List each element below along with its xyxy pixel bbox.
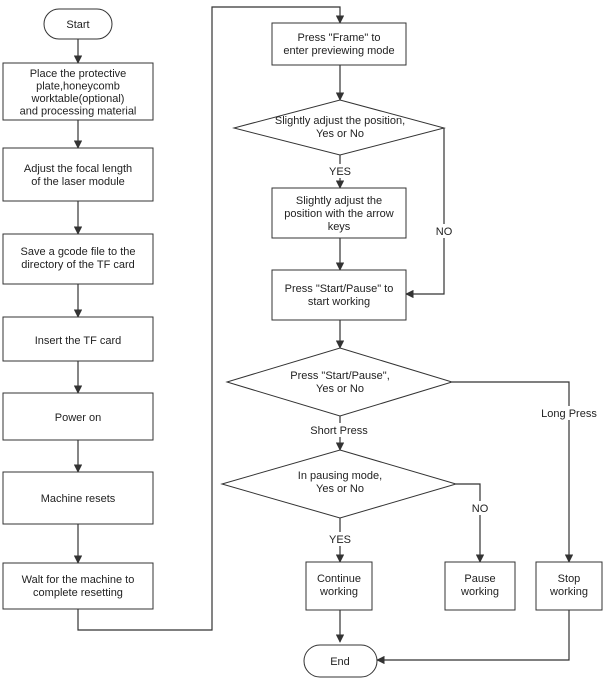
label-line: Continue <box>317 573 361 585</box>
label-line: directory of the TF card <box>21 259 135 271</box>
label-line: working <box>319 586 358 598</box>
no-label-pausing: NO <box>472 503 489 515</box>
label-line: worktable(optional) <box>31 93 125 105</box>
power-on-label: Power on <box>55 412 101 424</box>
edge-pausing-no-to-pause <box>456 483 485 563</box>
insert-tf-label: Insert the TF card <box>35 335 122 347</box>
machine-resets-label: Machine resets <box>41 493 116 505</box>
label-line: Insert the TF card <box>35 335 122 347</box>
label-line: Place the protective <box>30 68 127 80</box>
label-line: In pausing mode, <box>298 470 382 482</box>
label-line: End <box>330 656 350 668</box>
label-line: of the laser module <box>31 176 125 188</box>
label-line: keys <box>328 221 351 233</box>
power-on-step: Power on <box>2 392 154 441</box>
no-label-adjust: NO <box>436 226 453 238</box>
pausing-mode-question: In pausing mode,Yes or No <box>298 470 382 495</box>
label-line: Stop <box>558 573 581 585</box>
label-line: Walt for the machine to <box>22 574 135 586</box>
label-line: Yes or No <box>316 383 364 395</box>
label-line: Press "Frame" to <box>298 32 381 44</box>
short-press-label: Short Press <box>310 425 368 437</box>
label-line: and processing material <box>20 106 137 118</box>
label-line: Pause <box>464 573 495 585</box>
label-line: Power on <box>55 412 101 424</box>
label-line: Machine resets <box>41 493 116 505</box>
label-line: Slightly adjust the <box>296 195 382 207</box>
label-line: Slightly adjust the position, <box>275 115 405 127</box>
yes-label-adjust: YES <box>329 166 351 178</box>
edge-question-no-to-start <box>405 128 445 299</box>
start-label: Start <box>66 19 89 31</box>
label-line: start working <box>308 296 370 308</box>
label-line: complete resetting <box>33 587 123 599</box>
label-line: plate,honeycomb <box>36 81 120 93</box>
adjust-position-question: Slightly adjust the position,Yes or No <box>275 115 405 140</box>
press-start-decision: Press "Start/Pause",Yes or No <box>225 347 454 417</box>
label-line: enter previewing mode <box>283 45 394 57</box>
label-line: position with the arrow <box>284 208 393 220</box>
connectors <box>73 6 574 665</box>
press-start-question: Press "Start/Pause",Yes or No <box>290 370 390 395</box>
label-line: Yes or No <box>316 128 364 140</box>
edge-labels: YES NO Short Press Long Press NO YES <box>306 164 598 546</box>
adjust-position-decision: Slightly adjust the position,Yes or No <box>232 99 446 156</box>
insert-tf-step: Insert the TF card <box>2 316 154 362</box>
long-press-label: Long Press <box>541 408 597 420</box>
label-line: working <box>460 586 499 598</box>
yes-label-pausing: YES <box>329 534 351 546</box>
label-line: Start <box>66 19 89 31</box>
end-label: End <box>330 656 350 668</box>
label-line: Yes or No <box>316 483 364 495</box>
start-node: Start <box>43 8 113 40</box>
label-line: Press "Start/Pause", <box>290 370 390 382</box>
edge-stop-to-end <box>376 610 570 665</box>
label-line: Adjust the focal length <box>24 163 132 175</box>
label-line: working <box>549 586 588 598</box>
label-line: Save a gcode file to the <box>21 246 136 258</box>
end-node: End <box>303 644 378 678</box>
edge-long-press-to-stop <box>452 381 574 563</box>
label-line: Press "Start/Pause" to <box>285 283 394 295</box>
pausing-mode-decision: In pausing mode,Yes or No <box>220 449 458 519</box>
edge-wait-to-frame <box>77 6 345 631</box>
machine-resets-step: Machine resets <box>2 471 154 525</box>
